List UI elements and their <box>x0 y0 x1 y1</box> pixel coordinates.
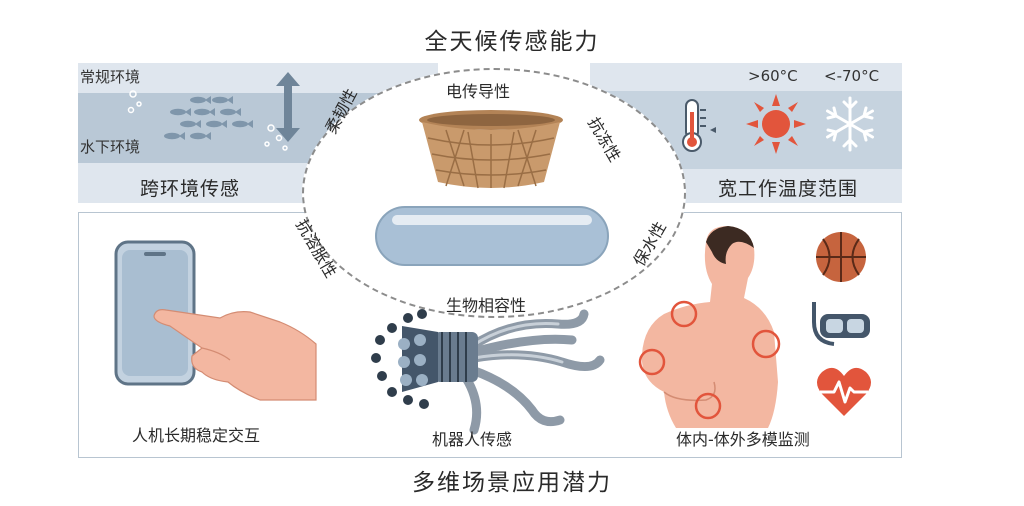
property-biocompatibility: 生物相容性 <box>446 296 527 315</box>
property-conductivity: 电传导性 <box>446 82 511 101</box>
caption-human-machine-interaction: 人机长期稳定交互 <box>132 426 261 445</box>
basketball-icon <box>816 232 866 282</box>
thermometer-icon <box>682 99 716 152</box>
caption-in-vivo-in-vitro-monitoring: 体内-体外多模监测 <box>676 430 810 449</box>
diving-mask-icon <box>812 302 870 346</box>
diagram-title-bottom: 多维场景应用潜力 <box>412 470 612 496</box>
caption-temperature-range: 宽工作温度范围 <box>718 178 859 200</box>
hand-touch-icon <box>153 309 317 401</box>
fish-school-icon <box>164 96 253 140</box>
hydrogel-strip-icon <box>375 206 609 266</box>
label-underwater-environment: 水下环境 <box>80 138 141 156</box>
human-body-icon <box>638 226 781 428</box>
heart-rate-icon <box>817 367 871 416</box>
snowflake-icon <box>826 96 874 152</box>
label-high-temperature: >60°C <box>748 67 798 85</box>
label-low-temperature: <-70°C <box>824 67 880 85</box>
hydrogel-properties-oval <box>302 68 686 318</box>
caption-robot-sensing: 机器人传感 <box>432 430 513 449</box>
label-normal-environment: 常规环境 <box>80 68 141 86</box>
sun-icon <box>746 94 806 154</box>
up-down-arrow-icon <box>276 72 300 142</box>
diagram-title-top: 全天候传感能力 <box>424 29 600 55</box>
robot-tentacle-gripper-icon <box>371 309 605 435</box>
caption-cross-environment: 跨环境传感 <box>140 178 241 200</box>
woven-basket-icon <box>419 110 563 189</box>
bubbles-icon <box>127 90 288 151</box>
